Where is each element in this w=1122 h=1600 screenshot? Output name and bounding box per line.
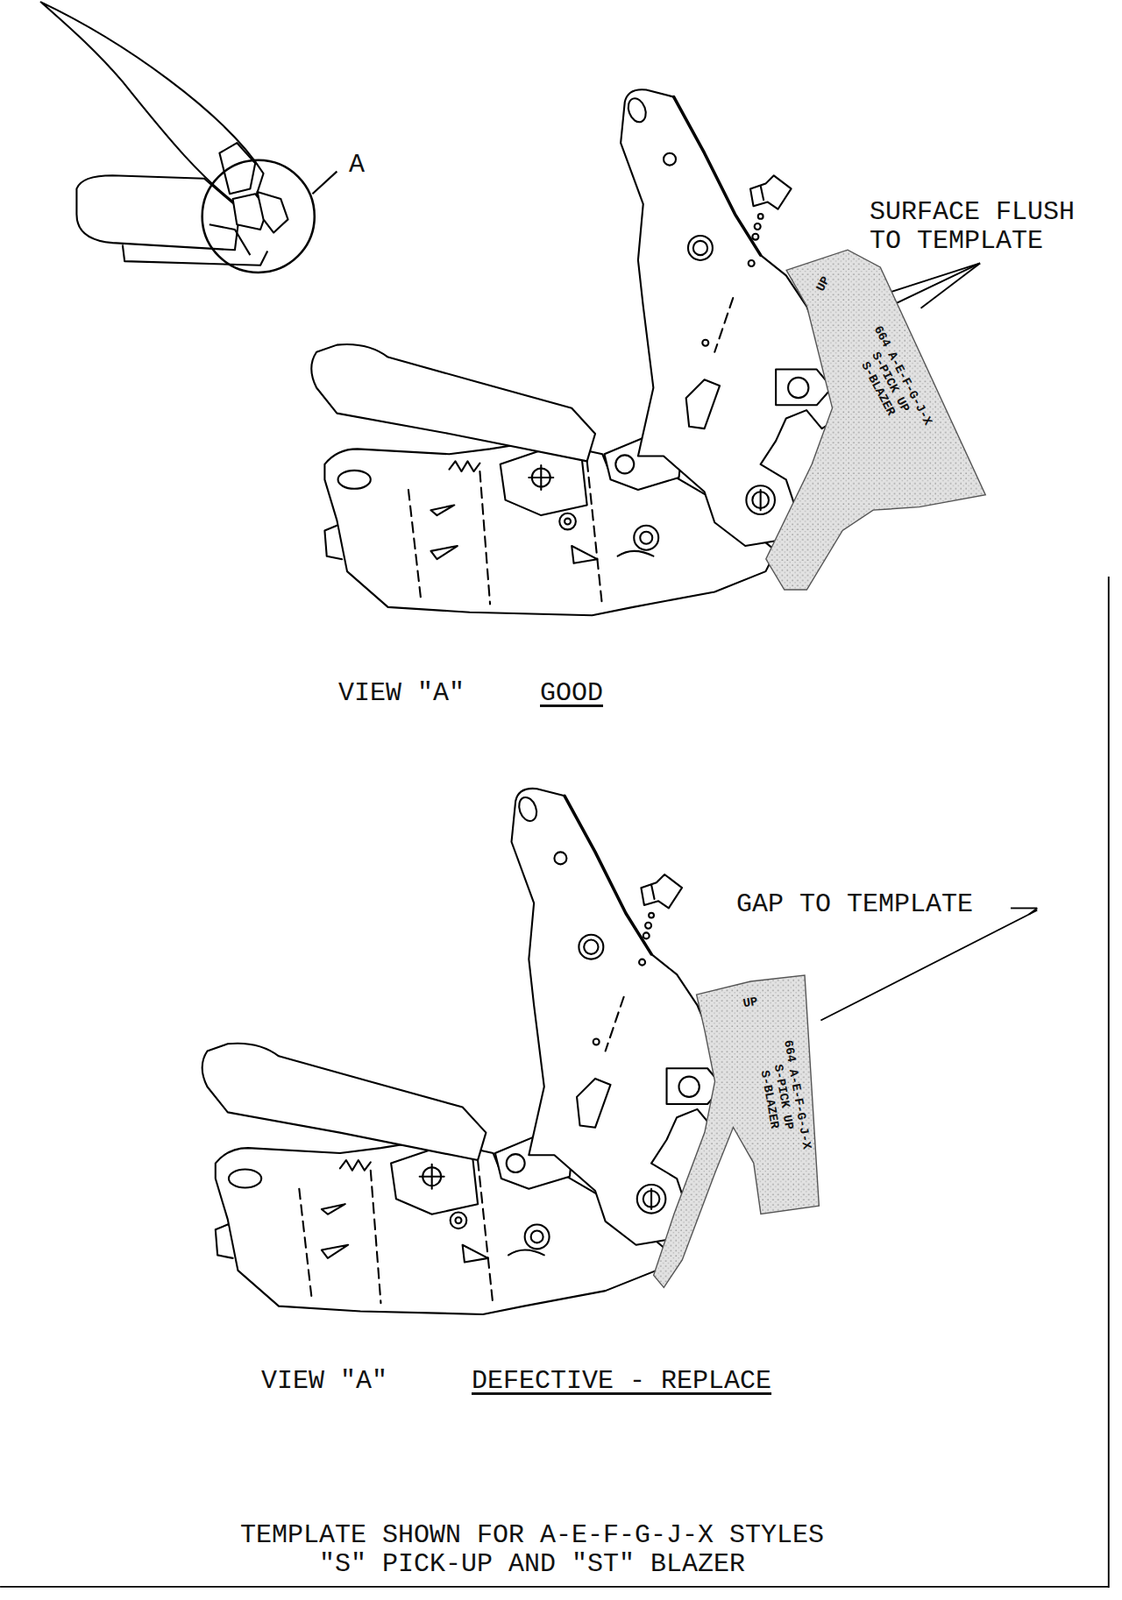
template-card: UP664 A-E-F-G-J-XS-PICK UPS-BLAZER	[649, 969, 825, 1294]
view-title: VIEW "A"	[338, 679, 465, 709]
frame-lines	[0, 576, 1109, 1589]
template-mark: UP	[741, 994, 759, 1011]
status-label: GOOD	[539, 679, 604, 709]
recliner-mechanism	[202, 788, 739, 1315]
status-label: DEFECTIVE - REPLACE	[471, 1367, 772, 1397]
view-title: VIEW "A"	[261, 1367, 388, 1397]
template-card: UP664 A-E-F-G-J-XS-PICK UPS-BLAZER	[760, 242, 991, 596]
template-outline	[766, 249, 986, 590]
recliner-mechanism	[311, 89, 847, 616]
figure-caption: TEMPLATE SHOWN FOR A-E-F-G-J-X STYLES "S…	[216, 1521, 848, 1580]
note-label: SURFACE FLUSH TO TEMPLATE	[869, 198, 1098, 256]
template-outline	[653, 975, 819, 1288]
note-label: GAP TO TEMPLATE	[736, 890, 973, 920]
template-shape	[760, 242, 991, 596]
seat-sketch	[41, 1, 338, 273]
callout-letter: A	[348, 150, 365, 180]
